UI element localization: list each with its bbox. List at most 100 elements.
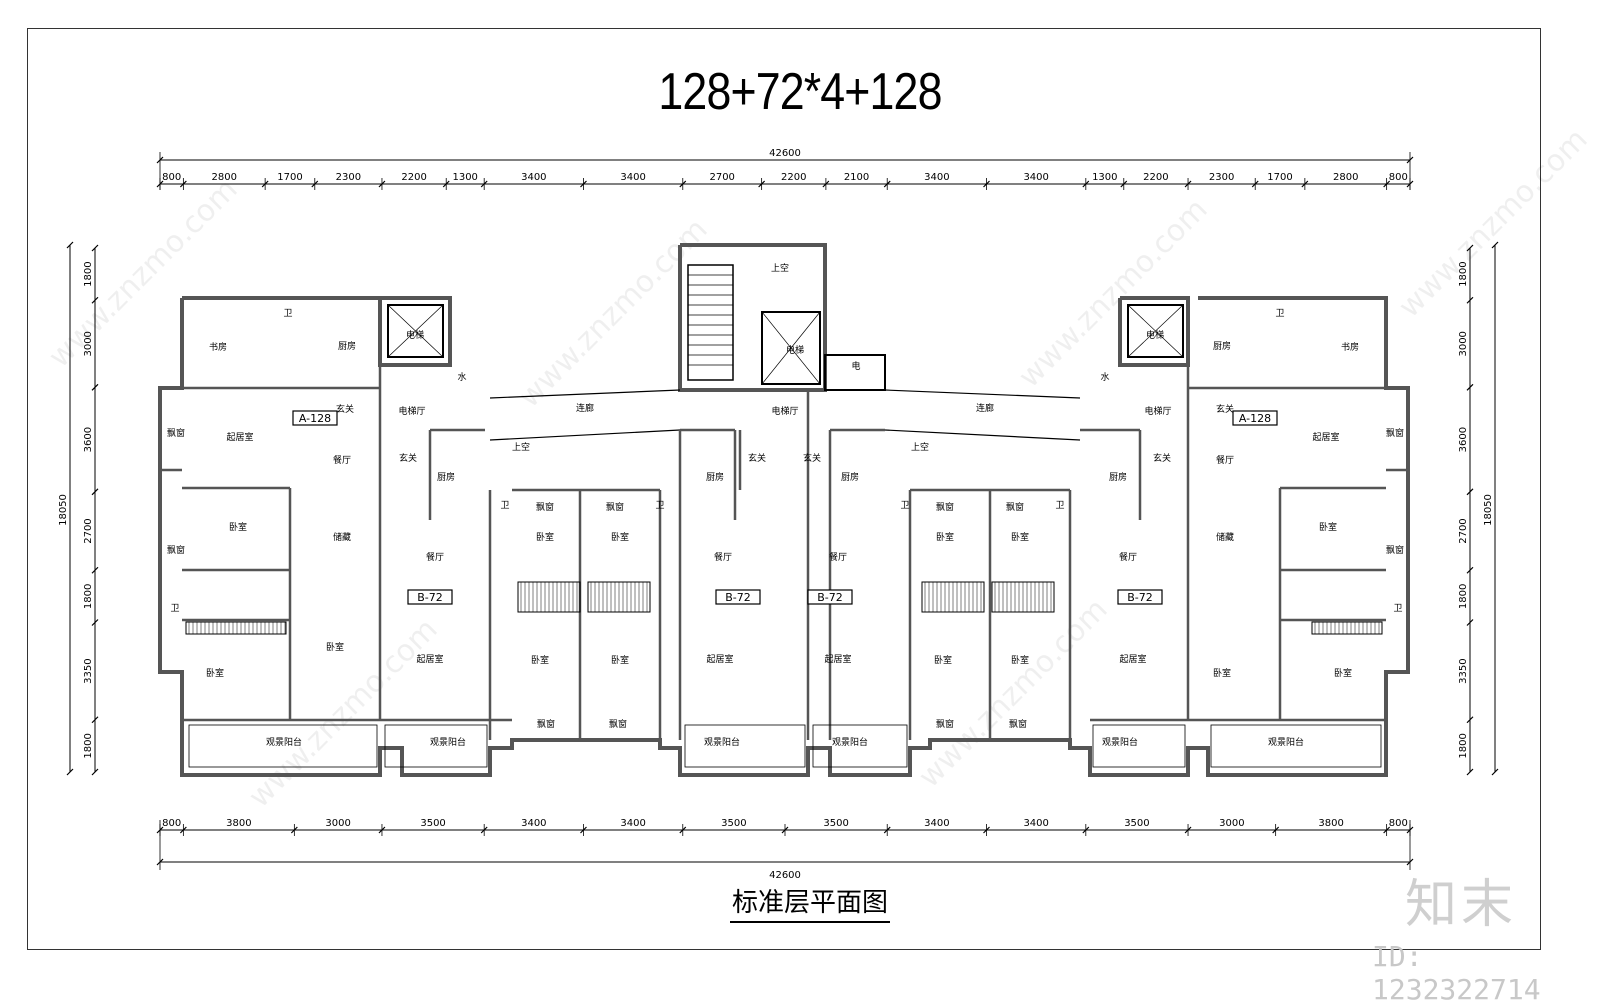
watermark-text: www.znzmo.com <box>512 212 715 415</box>
dimension-label: 3400 <box>620 172 645 183</box>
dimension-label: 2100 <box>844 172 869 183</box>
room-label-elevator: 电梯 <box>1146 329 1164 341</box>
dimension-label-vertical: 1800 <box>1458 261 1469 286</box>
room-label-dining: 餐厅 <box>1119 551 1137 563</box>
drawing-frame <box>27 28 1541 950</box>
unit-tag-box <box>407 589 453 605</box>
watermark-text: www.znzmo.com <box>912 592 1115 795</box>
room-label-wc: 卫 <box>900 501 909 511</box>
room-label-bay-window: 飘窗 <box>167 427 185 439</box>
room-label-water: 水 <box>1100 371 1109 383</box>
dimension-label: 3500 <box>1124 818 1149 829</box>
room-label-bay-window: 飘窗 <box>1009 718 1027 730</box>
room-label-wc: 卫 <box>283 309 292 319</box>
unit-tag-box <box>1232 410 1278 426</box>
room-label-foyer: 玄关 <box>399 452 417 464</box>
dimension-label-vertical: 1800 <box>83 733 94 758</box>
room-label-wc: 卫 <box>500 501 509 511</box>
stair-tower <box>678 243 827 392</box>
room-label-foyer: 玄关 <box>336 403 354 415</box>
room-label-living: 起居室 <box>1312 431 1339 443</box>
dimension-tick <box>1466 296 1474 304</box>
room-label-foyer: 玄关 <box>748 452 766 464</box>
dimension-tick <box>1466 768 1474 776</box>
room-label-bedroom: 卧室 <box>536 531 554 543</box>
dimension-label: 1300 <box>1092 172 1117 183</box>
dimension-label: 3400 <box>1023 818 1048 829</box>
image-id-label: ID: 1232322714 <box>1372 940 1541 1006</box>
dimension-tick <box>1466 716 1474 724</box>
dimension-label: 1700 <box>1267 172 1292 183</box>
dimension-tick <box>91 383 99 391</box>
dimension-label-vertical: 2700 <box>83 518 94 543</box>
balcony-frame <box>188 724 378 768</box>
dimension-label: 3500 <box>420 818 445 829</box>
dimension-tick <box>1466 488 1474 496</box>
dimension-tick <box>66 241 74 249</box>
dimension-label: 2800 <box>1333 172 1358 183</box>
dimension-total-vertical: 18050 <box>58 494 69 526</box>
unit-tag-box <box>1117 589 1163 605</box>
drawing-title: 128+72*4+128 <box>658 63 942 121</box>
corridor-line <box>884 429 1081 441</box>
dimension-tick <box>1466 566 1474 574</box>
room-label-bay-window: 飘窗 <box>609 718 627 730</box>
room-label-balcony: 观景阳台 <box>1102 736 1138 748</box>
room-label-bedroom: 卧室 <box>1334 667 1352 679</box>
unit-tag: A-128 <box>299 412 331 425</box>
room-label-bedroom: 卧室 <box>1011 654 1029 666</box>
dimension-label: 3500 <box>823 818 848 829</box>
room-label-bay-window: 飘窗 <box>606 501 624 513</box>
room-label-wc: 卫 <box>1055 501 1064 511</box>
dimension-label: 2300 <box>336 172 361 183</box>
corridor-line <box>489 389 681 399</box>
balcony-frame <box>684 724 806 768</box>
room-label-dining: 餐厅 <box>714 551 732 563</box>
room-label-bedroom: 卧室 <box>611 531 629 543</box>
room-label-bedroom: 卧室 <box>1011 531 1029 543</box>
room-label-kitchen: 厨房 <box>841 471 859 483</box>
dimension-label: 3000 <box>1219 818 1244 829</box>
room-label-storage: 储藏 <box>1216 531 1234 543</box>
dimension-tick <box>91 619 99 626</box>
room-label-balcony: 观景阳台 <box>266 736 302 748</box>
elevator-cross <box>1127 304 1184 358</box>
room-label-dining: 餐厅 <box>333 454 351 466</box>
room-label-elevator: 电梯 <box>406 329 424 341</box>
dimension-tick <box>1491 241 1499 249</box>
room-label-study: 书房 <box>209 341 227 353</box>
dimension-tick <box>91 488 99 496</box>
room-label-void: 上空 <box>771 262 789 274</box>
room-label-bay-window: 飘窗 <box>1006 501 1024 513</box>
wall-layer <box>158 243 1410 777</box>
room-label-bay-window: 飘窗 <box>167 544 185 556</box>
elevator-car <box>387 304 444 358</box>
dimension-label: 3400 <box>521 818 546 829</box>
wardrobe <box>185 621 287 635</box>
room-label-foyer: 玄关 <box>1216 403 1234 415</box>
dimension-label: 3400 <box>924 818 949 829</box>
dimension-label: 2300 <box>1209 172 1234 183</box>
drawing-caption: 标准层平面图 <box>730 882 891 923</box>
dimension-label: 3000 <box>325 818 350 829</box>
dimension-tick <box>91 296 99 304</box>
room-label-bay-window: 飘窗 <box>1386 544 1404 556</box>
dimension-label: 3800 <box>1318 818 1343 829</box>
room-label-foyer: 玄关 <box>803 452 821 464</box>
room-label-bay-window: 飘窗 <box>537 718 555 730</box>
room-label-balcony: 观景阳台 <box>1268 736 1304 748</box>
elevator-car <box>1127 304 1184 358</box>
room-label-dining: 餐厅 <box>829 551 847 563</box>
balcony-frame <box>1092 724 1186 768</box>
unit-tag-box <box>715 589 761 605</box>
stair-outline <box>687 264 734 381</box>
dimension-label: 2200 <box>1143 172 1168 183</box>
room-label-balcony: 观景阳台 <box>704 736 740 748</box>
room-label-wc: 卫 <box>655 501 664 511</box>
room-label-elevator-lobby: 电梯厅 <box>771 405 798 417</box>
dimension-label: 800 <box>162 818 181 829</box>
room-label-study: 书房 <box>1341 341 1359 353</box>
room-label-storage: 储藏 <box>333 531 351 543</box>
